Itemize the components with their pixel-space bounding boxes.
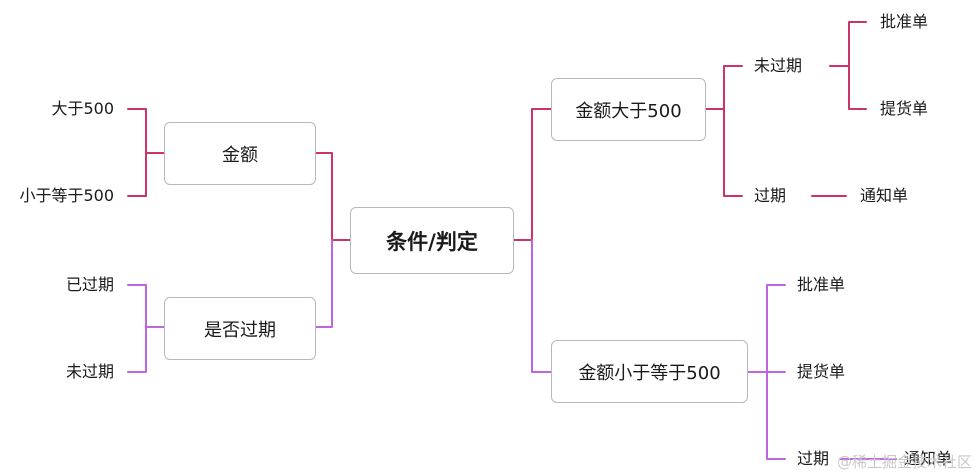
link-expiredq-no bbox=[127, 326, 147, 373]
link-notexpired-hub bbox=[829, 21, 867, 67]
leaf-gt500-approval[interactable]: 批准单 bbox=[880, 12, 929, 31]
link-le500-approve bbox=[747, 284, 786, 373]
link-root-amount bbox=[315, 152, 351, 241]
link-expiredq-yes bbox=[127, 284, 165, 328]
leaf-le500-approval[interactable]: 批准单 bbox=[797, 275, 846, 294]
leaf-amount-le500[interactable]: 小于等于500 bbox=[19, 186, 114, 205]
leaf-gt500-not-expired[interactable]: 未过期 bbox=[754, 56, 803, 75]
watermark: @稀土掘金技术社区 bbox=[836, 453, 972, 471]
leaf-already-expired[interactable]: 已过期 bbox=[65, 275, 114, 294]
link-amount-le500 bbox=[127, 152, 147, 197]
link-amount-gt500 bbox=[127, 108, 165, 154]
link-root-expiredq bbox=[315, 239, 333, 328]
leaf-le500-expired[interactable]: 过期 bbox=[797, 449, 830, 468]
leaf-le500-delivery[interactable]: 提货单 bbox=[797, 362, 846, 381]
node-expired-question[interactable]: 是否过期 bbox=[164, 297, 316, 360]
node-amount-le500[interactable]: 金额小于等于500 bbox=[551, 340, 748, 403]
leaf-gt500-expired[interactable]: 过期 bbox=[754, 186, 787, 205]
leaf-le500-notice[interactable]: 通知单 bbox=[904, 449, 953, 468]
link-gt500-notexpired bbox=[705, 65, 743, 110]
leaf-amount-gt500[interactable]: 大于500 bbox=[51, 99, 114, 118]
leaf-gt500-delivery[interactable]: 提货单 bbox=[880, 99, 929, 118]
link-gt500-expired bbox=[723, 108, 743, 197]
node-amount[interactable]: 金额 bbox=[164, 122, 316, 185]
link-root-right-le500 bbox=[531, 239, 552, 373]
node-amount-gt500[interactable]: 金额大于500 bbox=[551, 78, 706, 141]
link-notexpired-delivery bbox=[848, 65, 867, 110]
link-root-right-gt500 bbox=[513, 108, 552, 241]
leaf-not-expired[interactable]: 未过期 bbox=[65, 362, 114, 381]
leaf-gt500-notice[interactable]: 通知单 bbox=[860, 186, 909, 205]
link-le500-expired bbox=[766, 371, 786, 460]
root-node[interactable]: 条件/判定 bbox=[350, 207, 514, 274]
